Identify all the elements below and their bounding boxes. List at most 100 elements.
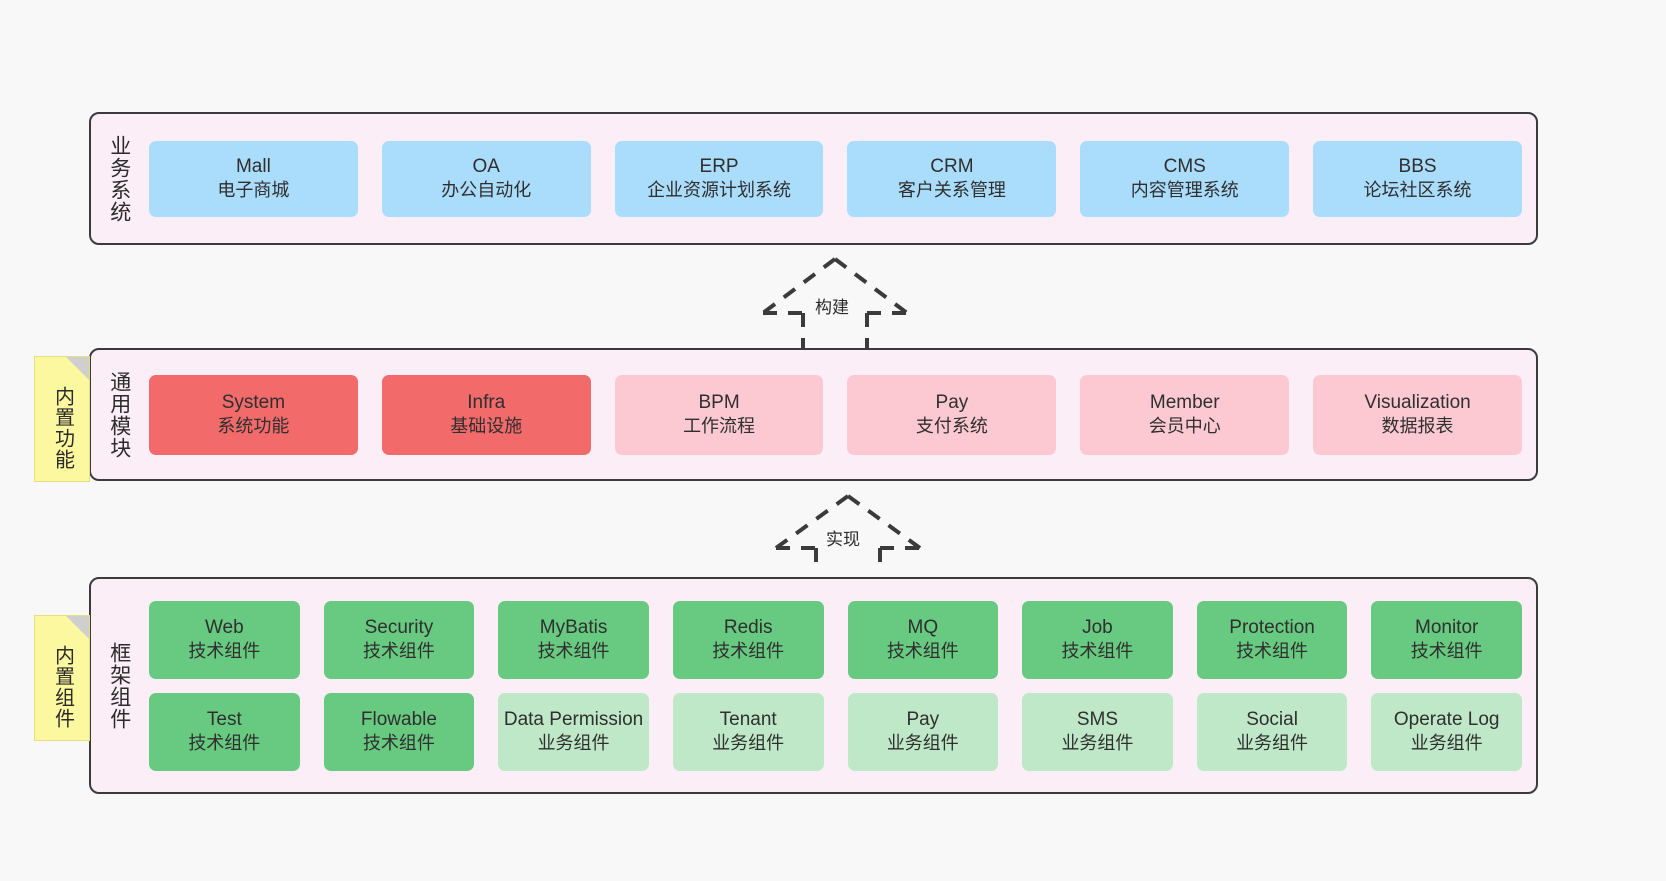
card-title: Web [204, 617, 244, 639]
card-title: BPM [698, 392, 740, 414]
card-title: Flowable [360, 709, 437, 731]
card-infra[interactable]: Infra 基础设施 [381, 374, 591, 455]
card-subtitle: 论坛社区系统 [1363, 180, 1472, 201]
card-subtitle: 技术组件 [362, 641, 435, 662]
layer-body-common-modules: System 系统功能 Infra 基础设施 BPM 工作流程 Pay 支付系统… [149, 358, 1522, 471]
card-pay-business[interactable]: Pay 业务组件 [847, 692, 999, 771]
card-subtitle: 技术组件 [188, 641, 261, 662]
card-operate-log[interactable]: Operate Log 业务组件 [1371, 692, 1522, 771]
card-monitor[interactable]: Monitor 技术组件 [1371, 600, 1522, 679]
card-subtitle: 技术组件 [537, 641, 610, 662]
card-title: Social [1246, 709, 1298, 731]
card-row: System 系统功能 Infra 基础设施 BPM 工作流程 Pay 支付系统… [149, 374, 1522, 455]
card-title: Visualization [1364, 392, 1471, 414]
card-system[interactable]: System 系统功能 [149, 374, 358, 455]
folded-corner-icon [66, 616, 89, 639]
card-title: SMS [1076, 709, 1119, 731]
card-subtitle: 业务组件 [1061, 733, 1134, 754]
card-subtitle: 企业资源计划系统 [647, 180, 792, 201]
card-subtitle: 技术组件 [362, 733, 435, 754]
card-mall[interactable]: Mall 电子商城 [149, 140, 358, 217]
card-title: BBS [1398, 156, 1437, 178]
card-title: Job [1082, 617, 1113, 639]
card-subtitle: 基础设施 [450, 416, 523, 437]
folded-corner-icon [66, 357, 89, 380]
card-subtitle: 数据报表 [1381, 416, 1454, 437]
card-mq[interactable]: MQ 技术组件 [847, 600, 999, 679]
card-title: Security [364, 617, 434, 639]
card-data-permission[interactable]: Data Permission 业务组件 [498, 692, 649, 771]
card-bbs[interactable]: BBS 论坛社区系统 [1313, 140, 1522, 217]
layer-title-common-modules: 通用模块 [107, 370, 131, 459]
card-title: Operate Log [1393, 709, 1500, 731]
card-erp[interactable]: ERP 企业资源计划系统 [614, 140, 824, 217]
card-test[interactable]: Test 技术组件 [149, 692, 300, 771]
card-subtitle: 技术组件 [712, 641, 785, 662]
card-title: Pay [906, 709, 940, 731]
generalization-arrow-icon [774, 494, 922, 568]
card-subtitle: 业务组件 [537, 733, 610, 754]
layer-title-business-system: 业务系统 [107, 134, 131, 223]
card-title: System [221, 392, 286, 414]
arrow-build: 构建 [755, 255, 915, 350]
layer-framework-components: 框架组件 Web 技术组件 Security 技术组件 MyBatis 技术组件… [89, 577, 1538, 794]
note-label: 内置功能 [51, 386, 74, 470]
card-subtitle: 内容管理系统 [1130, 180, 1239, 201]
card-title: CRM [930, 156, 974, 178]
layer-common-modules: 通用模块 System 系统功能 Infra 基础设施 BPM 工作流程 Pay… [89, 348, 1538, 481]
arrow-label-build: 构建 [815, 298, 849, 317]
layer-body-business-system: Mall 电子商城 OA 办公自动化 ERP 企业资源计划系统 CRM 客户关系… [149, 122, 1522, 235]
card-web[interactable]: Web 技术组件 [149, 600, 300, 679]
card-row: Mall 电子商城 OA 办公自动化 ERP 企业资源计划系统 CRM 客户关系… [149, 140, 1522, 217]
card-subtitle: 系统功能 [217, 416, 290, 437]
card-title: Protection [1229, 617, 1315, 639]
card-title: Redis [723, 617, 773, 639]
card-pay[interactable]: Pay 支付系统 [847, 374, 1057, 455]
card-subtitle: 会员中心 [1148, 416, 1221, 437]
card-job[interactable]: Job 技术组件 [1022, 600, 1173, 679]
card-member[interactable]: Member 会员中心 [1080, 374, 1290, 455]
layer-title-framework-components: 框架组件 [107, 641, 131, 730]
note-builtin-components: 内置组件 [34, 615, 90, 741]
card-subtitle: 支付系统 [915, 416, 988, 437]
card-subtitle: 技术组件 [1236, 641, 1309, 662]
card-title: Mall [235, 156, 271, 178]
card-subtitle: 客户关系管理 [897, 180, 1006, 201]
card-title: Member [1149, 392, 1220, 414]
card-flowable[interactable]: Flowable 技术组件 [323, 692, 475, 771]
card-oa[interactable]: OA 办公自动化 [381, 140, 591, 217]
card-row-business: Test 技术组件 Flowable 技术组件 Data Permission … [149, 692, 1522, 771]
card-subtitle: 办公自动化 [441, 180, 532, 201]
note-label: 内置组件 [51, 645, 74, 729]
arrow-implement: 实现 [768, 492, 928, 570]
card-title: Tenant [719, 709, 777, 731]
card-tenant[interactable]: Tenant 业务组件 [672, 692, 824, 771]
card-security[interactable]: Security 技术组件 [323, 600, 475, 679]
card-subtitle: 业务组件 [1410, 733, 1483, 754]
card-subtitle: 技术组件 [188, 733, 261, 754]
card-title: Data Permission [503, 709, 644, 731]
card-bpm[interactable]: BPM 工作流程 [614, 374, 824, 455]
card-subtitle: 技术组件 [1410, 641, 1483, 662]
layer-body-framework-components: Web 技术组件 Security 技术组件 MyBatis 技术组件 Redi… [149, 587, 1522, 784]
card-sms[interactable]: SMS 业务组件 [1022, 692, 1173, 771]
note-builtin-features: 内置功能 [34, 356, 90, 482]
layer-business-system: 业务系统 Mall 电子商城 OA 办公自动化 ERP 企业资源计划系统 CRM… [89, 112, 1538, 245]
card-row-tech: Web 技术组件 Security 技术组件 MyBatis 技术组件 Redi… [149, 600, 1522, 679]
card-social[interactable]: Social 业务组件 [1196, 692, 1348, 771]
card-visualization[interactable]: Visualization 数据报表 [1313, 374, 1522, 455]
card-subtitle: 工作流程 [683, 416, 756, 437]
card-redis[interactable]: Redis 技术组件 [672, 600, 824, 679]
card-subtitle: 业务组件 [1236, 733, 1309, 754]
card-cms[interactable]: CMS 内容管理系统 [1080, 140, 1290, 217]
card-title: Monitor [1415, 617, 1479, 639]
card-title: CMS [1163, 156, 1206, 178]
card-subtitle: 业务组件 [712, 733, 785, 754]
card-protection[interactable]: Protection 技术组件 [1196, 600, 1348, 679]
card-crm[interactable]: CRM 客户关系管理 [847, 140, 1057, 217]
card-subtitle: 电子商城 [217, 180, 290, 201]
card-mybatis[interactable]: MyBatis 技术组件 [498, 600, 649, 679]
card-title: Infra [467, 392, 506, 414]
generalization-arrow-icon [761, 257, 909, 348]
